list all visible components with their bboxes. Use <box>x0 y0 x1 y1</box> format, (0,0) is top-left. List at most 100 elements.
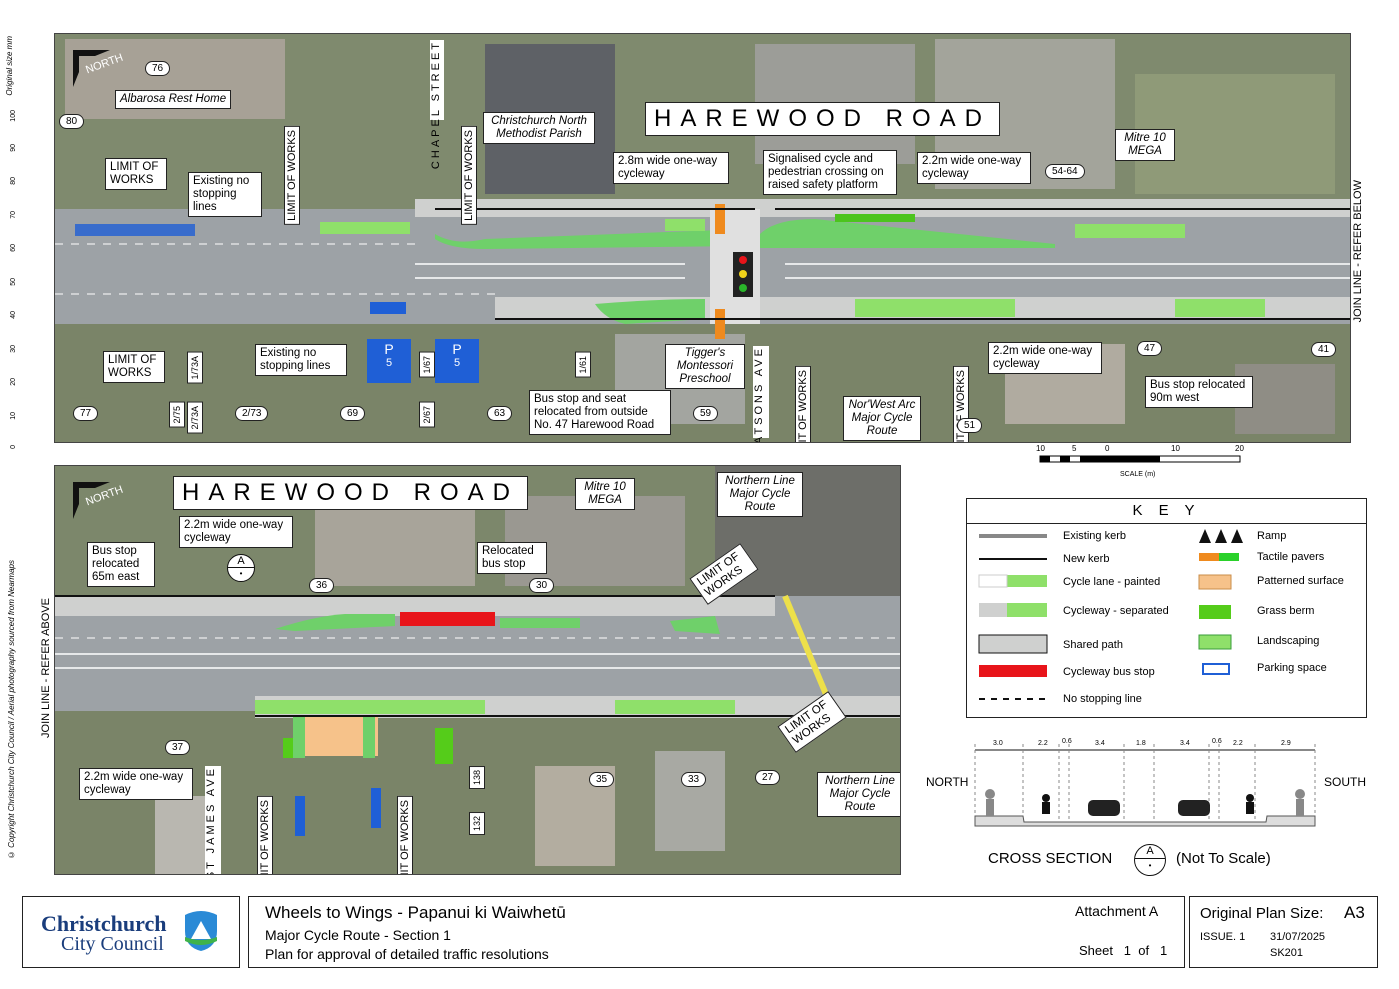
cross-section-note: (Not To Scale) <box>1176 850 1271 867</box>
copyright-note: © Copyright Christchurch City Council / … <box>7 560 16 860</box>
key-parking-space: Parking space <box>1257 662 1327 674</box>
key-patterned-surface: Patterned surface <box>1257 575 1344 587</box>
chapel-street-label: CHAPEL STREET <box>430 40 444 170</box>
key-ramp: Ramp <box>1257 530 1287 542</box>
north-arrow-upper: NORTH <box>65 42 125 92</box>
property-138: 138 <box>469 766 485 790</box>
label-northern-line-top: Northern Line Major Cycle Route <box>717 472 803 517</box>
join-line-below: JOIN LINE - REFER BELOW <box>1352 180 1364 323</box>
lower-limit-of-works-b: LIMIT OF WORKS <box>397 796 413 874</box>
sheet-label: Sheet 1 of 1 <box>1079 943 1168 958</box>
org-name-line2: City Council <box>61 933 164 955</box>
property-51: 51 <box>957 418 983 433</box>
plan-size-value: A3 <box>1344 903 1365 922</box>
label-cycleway-28: 2.8m wide one-way cycleway <box>613 152 729 184</box>
label-cycleway-22-bottom: 2.2m wide one-way cycleway <box>988 342 1102 374</box>
property-54-64: 54-64 <box>1045 164 1085 179</box>
project-title: Wheels to Wings - Papanui ki Waiwhetū <box>265 903 566 922</box>
property-2-73: 2/73 <box>235 406 269 421</box>
label-methodist: Christchurch North Methodist Parish <box>483 112 595 144</box>
council-crest-icon <box>181 909 221 951</box>
property-69: 69 <box>340 406 366 421</box>
property-47: 47 <box>1137 341 1163 356</box>
org-name-line1: Christchurch <box>41 911 167 936</box>
size-tick-label: 0 <box>10 445 17 449</box>
label-bus-relocated-65: Bus stop relocated 65m east <box>87 542 155 587</box>
lower-road-title: HAREWOOD ROAD <box>173 476 529 510</box>
upper-aerial-plan: NORTH HAREWOOD ROAD Albarosa Rest Home C… <box>54 33 1351 443</box>
property-37: 37 <box>165 740 191 755</box>
size-tick-label: 10 <box>10 411 17 420</box>
size-tick-label: 60 <box>10 244 17 252</box>
lower-aerial-plan: NORTH HAREWOOD ROAD Bus stop relocated 6… <box>54 465 901 875</box>
size-tick-label: 90 <box>10 143 17 152</box>
limit-of-works-b: LIMIT OF WORKS <box>461 126 477 225</box>
label-limit-bottom-left: LIMIT OF WORKS <box>103 351 165 383</box>
matsons-ave-label: MATSONS AVE <box>753 346 769 442</box>
property-30: 30 <box>529 578 555 593</box>
join-line-above: JOIN LINE - REFER ABOVE <box>40 598 52 738</box>
parking-sign-left: P 5 <box>435 339 479 383</box>
property-27: 27 <box>755 770 781 785</box>
size-tick-label: 100 <box>10 110 17 122</box>
key-cycleway-bus-stop: Cycleway bus stop <box>1063 666 1155 678</box>
property-59: 59 <box>693 406 719 421</box>
label-bus-relocated-90: Bus stop relocated 90m west <box>1145 376 1253 408</box>
key-existing-kerb: Existing kerb <box>1063 530 1126 542</box>
cross-section-caption: CROSS SECTION <box>988 850 1113 867</box>
label-cycleway-22-lower-bottom: 2.2m wide one-way cycleway <box>79 768 193 800</box>
key-grass-berm: Grass berm <box>1257 605 1315 617</box>
drawing-number: SK201 <box>1270 947 1304 959</box>
label-limit-left: LIMIT OF WORKS <box>105 158 167 190</box>
project-title-block: Wheels to Wings - Papanui ki Waiwhetū Ma… <box>248 896 1185 968</box>
key-shared-path: Shared path <box>1063 639 1123 651</box>
property-1-67: 1/67 <box>419 352 435 378</box>
original-size-label: Original size mm <box>5 36 14 96</box>
label-existing-no-stop-top: Existing no stopping lines <box>188 172 262 217</box>
property-76: 76 <box>145 61 171 76</box>
property-41: 41 <box>1311 342 1337 357</box>
key-cycleway-separated: Cycleway - separated <box>1063 605 1169 617</box>
label-cycleway-22-top: 2.2m wide one-way cycleway <box>917 152 1031 184</box>
property-1-73a: 1/73A <box>187 352 203 384</box>
size-tick-label: 20 <box>10 378 17 386</box>
key-title: K E Y <box>967 499 1366 524</box>
label-existing-no-stop-bottom: Existing no stopping lines <box>255 344 347 376</box>
label-mitre10-lower: Mitre 10 MEGA <box>575 478 635 510</box>
property-2-73a: 2/73A <box>187 402 203 434</box>
lower-plan-drawing <box>55 466 900 874</box>
label-signalised: Signalised cycle and pedestrian crossing… <box>763 150 897 195</box>
plan-size-block: Original Plan Size: A3 ISSUE. 1 31/07/20… <box>1189 896 1378 968</box>
scale-bar: 10 5 0 10 20 SCALE (m) <box>1036 444 1244 478</box>
property-36: 36 <box>309 578 335 593</box>
size-tick-label: 80 <box>10 177 17 185</box>
property-77: 77 <box>73 406 99 421</box>
property-132: 132 <box>469 812 485 836</box>
section-a-marker: A • <box>227 554 255 582</box>
issue-date: 31/07/2025 <box>1270 931 1326 943</box>
project-section: Major Cycle Route - Section 1 <box>265 927 451 943</box>
issue-label: ISSUE. 1 <box>1200 931 1246 943</box>
property-2-67: 2/67 <box>419 402 435 428</box>
key-cycle-lane-painted: Cycle lane - painted <box>1063 576 1161 588</box>
legend-key: K E Y Existing kerb New kerb Cycle lane … <box>966 498 1367 718</box>
property-33: 33 <box>681 772 707 787</box>
key-new-kerb: New kerb <box>1063 553 1110 565</box>
label-relocated-bus: Relocated bus stop <box>477 542 547 574</box>
size-tick-label: 40 <box>10 311 17 319</box>
cross-section-marker: A • <box>1134 844 1166 876</box>
limit-of-works-c: LIMIT OF WORKS <box>795 366 811 442</box>
key-landscaping: Landscaping <box>1257 635 1320 647</box>
cross-section-north: NORTH <box>926 775 969 789</box>
label-cycleway-22-lower-top: 2.2m wide one-way cycleway <box>179 516 293 548</box>
size-tick-label: 50 <box>10 277 17 286</box>
property-63: 63 <box>487 406 513 421</box>
cross-section-south: SOUTH <box>1324 775 1366 789</box>
upper-road-title: HAREWOOD ROAD <box>645 102 1001 136</box>
label-mitre10-upper: Mitre 10 MEGA <box>1115 129 1175 161</box>
key-tactile-pavers: Tactile pavers <box>1257 551 1325 563</box>
property-35: 35 <box>589 772 615 787</box>
size-tick-label: 70 <box>10 210 17 219</box>
council-logo-block: Christchurch City Council <box>22 896 240 968</box>
